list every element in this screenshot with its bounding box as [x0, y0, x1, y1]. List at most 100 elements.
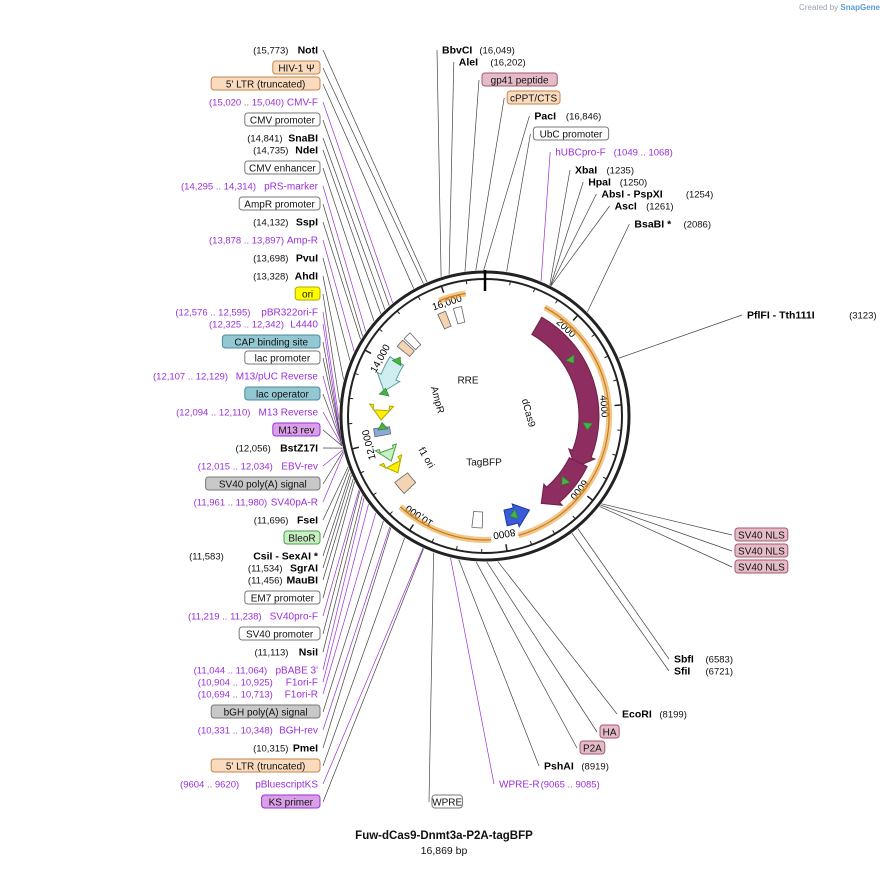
- map-label-5[interactable]: SnaBI(14,841): [247, 133, 386, 310]
- map-label-19[interactable]: M13/pUC Reverse(12,107 .. 12,129): [153, 372, 343, 445]
- map-label-65[interactable]: P2A: [475, 561, 606, 755]
- map-label-37[interactable]: F1ori-F(10,904 .. 10,925): [198, 503, 369, 689]
- map-label-29[interactable]: CsiI - SexAI *(11,583): [189, 472, 351, 563]
- map-label-24[interactable]: EBV-rev(12,015 .. 12,034): [198, 449, 344, 473]
- feature-name: bGH poly(A) signal: [224, 708, 308, 719]
- feature-name: M13 rev: [278, 426, 314, 437]
- feature-box: [734, 527, 789, 542]
- map-label-48[interactable]: cPPT/CTS: [475, 90, 561, 271]
- map-label-10[interactable]: SspI(14,132): [253, 217, 361, 340]
- map-label-28[interactable]: BleoR: [283, 469, 350, 545]
- map-label-6[interactable]: NdeI(14,735): [253, 145, 382, 314]
- feature-label: dCas9: [519, 398, 537, 429]
- rre-feature[interactable]: [437, 310, 452, 330]
- map-label-11[interactable]: Amp-R(13,878 .. 13,897): [209, 236, 355, 352]
- p2a-feature[interactable]: [471, 510, 484, 529]
- map-label-58[interactable]: SV40 NLS: [601, 503, 789, 542]
- map-label-8[interactable]: pRS-marker(14,295 .. 14,314): [181, 182, 367, 332]
- leader-line: [601, 503, 733, 536]
- map-label-44[interactable]: KS primer: [261, 548, 424, 809]
- map-label-50[interactable]: UbC promoter: [506, 126, 610, 272]
- dcas9-feature[interactable]: [531, 316, 600, 468]
- map-label-67[interactable]: WPRE-R(9065 .. 9085): [450, 557, 600, 791]
- cmv-promoter-feature[interactable]: [403, 332, 422, 351]
- map-label-22[interactable]: M13 rev: [272, 422, 343, 447]
- map-label-54[interactable]: AbsI - PspXI(1254): [550, 189, 714, 286]
- cmv-feature[interactable]: [396, 339, 415, 357]
- map-label-0[interactable]: NotI(15,773): [253, 45, 428, 283]
- map-label-36[interactable]: pBABE 3'(11,044 .. 11,064): [194, 497, 365, 677]
- map-label-51[interactable]: hUBCpro-F(1049 .. 1068): [540, 148, 673, 282]
- map-label-66[interactable]: PshAI (8919): [458, 559, 609, 773]
- map-label-32[interactable]: EM7 promoter: [244, 481, 355, 605]
- map-label-45[interactable]: BbvCI(16,049): [436, 45, 515, 277]
- label-name: EBV-rev: [281, 462, 318, 473]
- map-label-15[interactable]: pBR322ori-F(12,576 .. 12,595): [175, 308, 340, 420]
- map-label-41[interactable]: PmeI(10,315): [253, 527, 392, 755]
- feature-name: SV40 promoter: [246, 630, 314, 641]
- map-label-49[interactable]: PacI(16,846): [483, 111, 602, 271]
- label-position: (15,020 .. 15,040): [209, 98, 284, 109]
- map-label-38[interactable]: F1ori-R(10,694 .. 10,713): [198, 512, 377, 701]
- map-label-35[interactable]: NsiI(11,113): [254, 495, 363, 659]
- scale-tick: [529, 540, 533, 545]
- map-label-43[interactable]: pBluescriptKS(9604 .. 9620): [180, 548, 424, 791]
- map-label-31[interactable]: MauBI(11,456): [248, 478, 354, 587]
- map-label-47[interactable]: gp41 peptide: [464, 72, 558, 272]
- map-label-46[interactable]: AleI(16,202): [448, 57, 526, 275]
- map-label-52[interactable]: XbaI(1235): [549, 165, 634, 286]
- label-position: (11,456): [248, 576, 283, 587]
- leader-line: [540, 151, 551, 282]
- map-label-33[interactable]: SV40pro-F(11,219 .. 11,238): [188, 489, 360, 623]
- bgh-feature[interactable]: [394, 472, 417, 495]
- map-label-13[interactable]: AhdI(13,328): [253, 271, 344, 380]
- map-label-68[interactable]: WPRE: [428, 552, 463, 809]
- feature-name: BleoR: [288, 534, 315, 545]
- label-position: (8919): [581, 762, 608, 773]
- map-label-23[interactable]: BstZ17I(12,056): [235, 443, 343, 455]
- map-label-12[interactable]: PvuI(13,698): [253, 253, 351, 361]
- map-label-18[interactable]: lac promoter: [244, 350, 342, 441]
- map-label-26[interactable]: SV40pA-R(11,961 .. 11,980): [194, 452, 345, 509]
- map-label-4[interactable]: CMV promoter: [244, 112, 390, 306]
- label-name: PshAI: [544, 761, 574, 773]
- map-label-34[interactable]: SV40 promoter: [238, 491, 361, 641]
- bleor-feature[interactable]: [374, 443, 398, 462]
- f1-ori-feature[interactable]: [378, 454, 403, 474]
- credit-brand: SnapGene: [840, 3, 880, 12]
- map-label-27[interactable]: FseI(11,696): [254, 466, 349, 527]
- map-label-1[interactable]: HIV-1 Ψ: [272, 60, 424, 284]
- map-label-60[interactable]: SV40 NLS: [599, 506, 789, 574]
- map-label-30[interactable]: SgrAI(11,534): [248, 474, 352, 575]
- map-label-16[interactable]: L4440(12,325 .. 12,342): [209, 320, 341, 434]
- map-label-57[interactable]: PflFI - Tth111I(3123): [618, 310, 877, 359]
- feature-box: [221, 334, 321, 349]
- map-label-14[interactable]: ori: [294, 286, 340, 403]
- label-position: (12,107 .. 12,129): [153, 372, 228, 383]
- map-label-59[interactable]: SV40 NLS: [600, 504, 789, 558]
- map-label-17[interactable]: CAP binding site: [221, 334, 341, 438]
- map-label-55[interactable]: AscI(1261): [550, 201, 674, 287]
- map-label-42[interactable]: 5' LTR (truncated): [210, 537, 405, 773]
- feature-name: HA: [603, 728, 617, 739]
- cppt-feature[interactable]: [452, 306, 466, 325]
- map-label-9[interactable]: AmpR promoter: [238, 196, 363, 337]
- map-label-64[interactable]: HA: [486, 561, 620, 739]
- map-label-40[interactable]: BGH-rev(10,331 .. 10,348): [198, 526, 391, 737]
- map-label-20[interactable]: lac operator: [244, 386, 342, 444]
- map-label-21[interactable]: M13 Reverse(12,094 .. 12,110): [176, 408, 343, 446]
- map-label-61[interactable]: SbfI(6583): [577, 528, 733, 666]
- map-label-62[interactable]: SfiI(6721): [571, 533, 733, 678]
- map-label-39[interactable]: bGH poly(A) signal: [210, 520, 384, 719]
- map-label-25[interactable]: SV40 poly(A) signal: [205, 450, 344, 491]
- map-label-56[interactable]: BsaBI *(2086): [587, 219, 711, 313]
- map-label-63[interactable]: EcoRI(8199): [497, 561, 687, 721]
- leader-line: [322, 221, 361, 340]
- map-label-3[interactable]: CMV-F(15,020 .. 15,040): [209, 98, 393, 304]
- ori-feature[interactable]: [368, 403, 395, 421]
- map-label-7[interactable]: CMV enhancer: [244, 160, 375, 322]
- map-label-2[interactable]: 5' LTR (truncated): [210, 76, 415, 289]
- feature-box: [238, 626, 321, 641]
- label-position: (10,694 .. 10,713): [198, 690, 273, 701]
- map-label-53[interactable]: HpaI(1250): [550, 177, 648, 286]
